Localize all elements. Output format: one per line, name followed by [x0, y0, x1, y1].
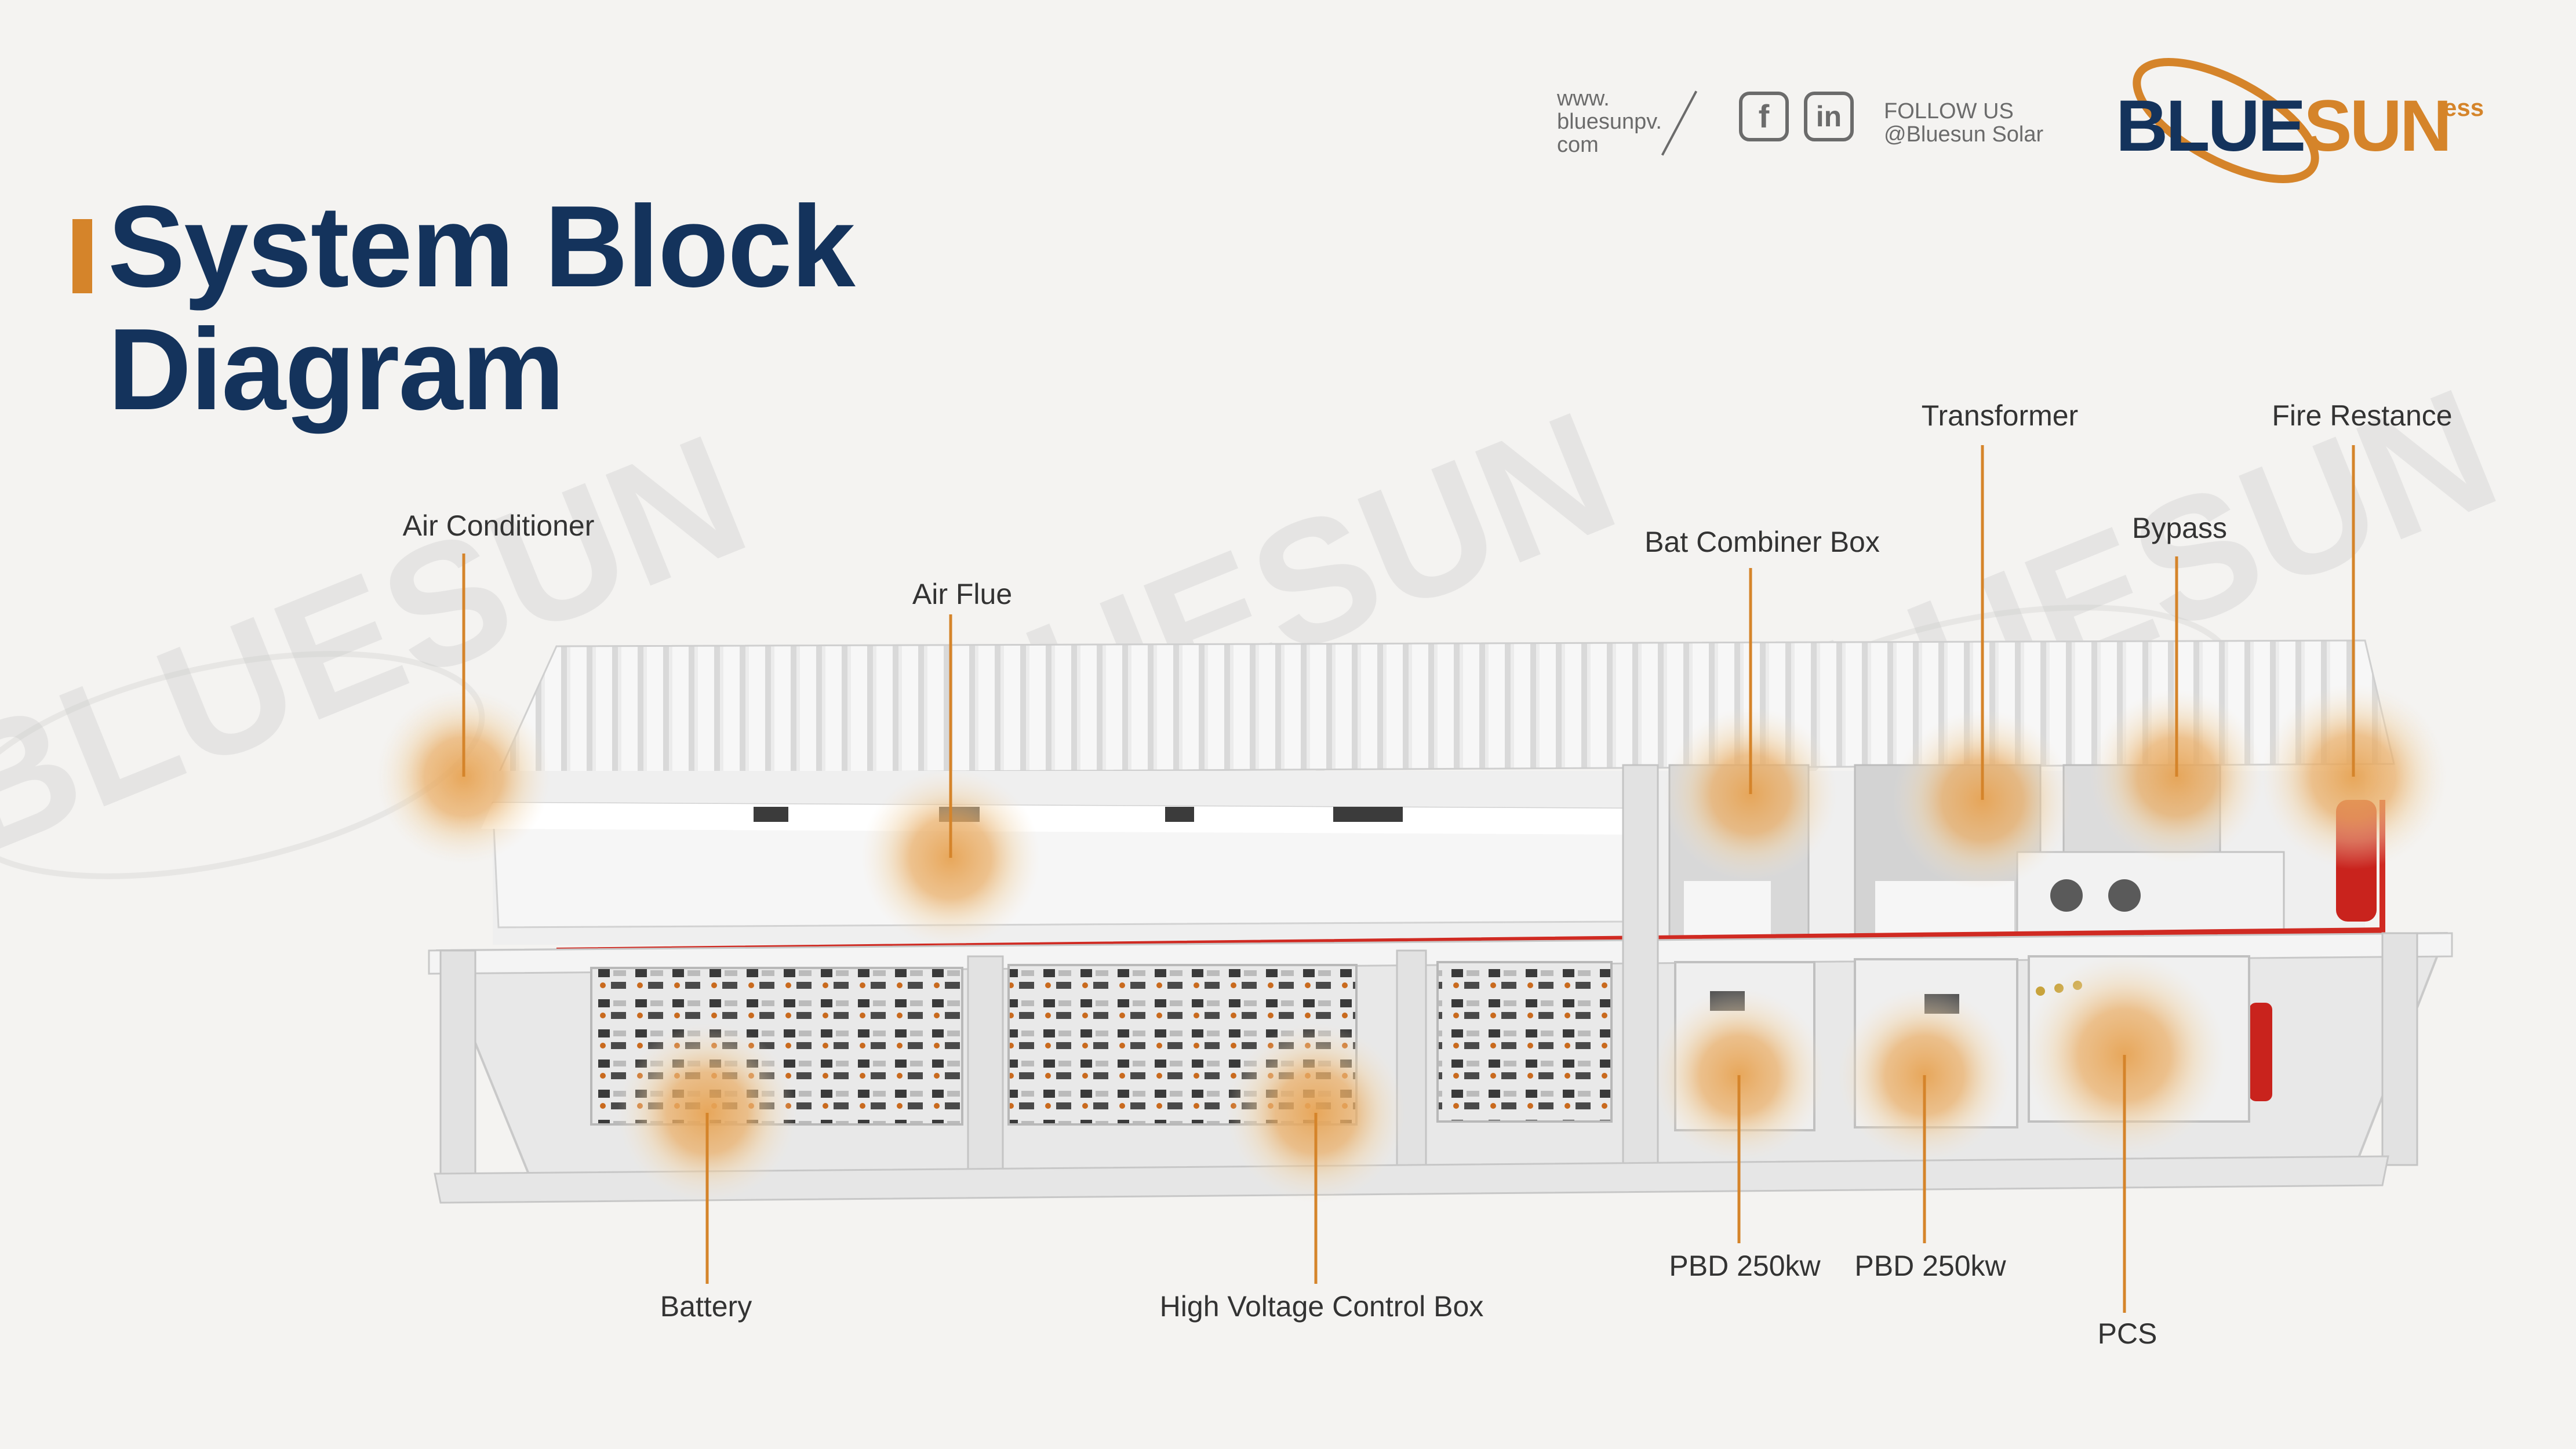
website-line-2: bluesunpv.	[1557, 110, 1662, 134]
label-air-flue: Air Flue	[912, 578, 1013, 610]
leader-lines	[462, 445, 2355, 1313]
follow-label: FOLLOW US	[1884, 99, 2014, 123]
title-accent-bar	[72, 219, 92, 293]
label-pbd-1: PBD 250kw	[1669, 1250, 1821, 1282]
follow-block: FOLLOW US @Bluesun Solar	[1884, 100, 2043, 146]
label-air-conditioner: Air Conditioner	[402, 509, 595, 542]
label-high-voltage-control-box: High Voltage Control Box	[1159, 1290, 1484, 1323]
label-pcs: PCS	[2097, 1317, 2157, 1350]
svg-text:BLUESUN: BLUESUN	[2116, 86, 2450, 166]
brand-logo: BLUESUN ess	[2116, 58, 2484, 183]
label-pbd-2: PBD 250kw	[1854, 1250, 2006, 1282]
label-battery: Battery	[660, 1290, 752, 1323]
label-fire-restance: Fire Restance	[2272, 399, 2453, 432]
page-title: System Block Diagram	[108, 182, 856, 434]
battery-rack-3	[1436, 961, 1613, 1123]
label-transformer: Transformer	[1921, 399, 2079, 432]
website-line-1: www.	[1557, 86, 1610, 111]
website-line-3: com	[1557, 133, 1599, 157]
facebook-icon[interactable]: f	[1739, 92, 1789, 141]
label-bypass: Bypass	[2132, 512, 2227, 544]
label-bat-combiner-box: Bat Combiner Box	[1644, 526, 1880, 558]
website[interactable]: www. bluesunpv. com	[1557, 87, 1662, 156]
title-line-1: System Block	[108, 182, 856, 311]
svg-text:ess: ess	[2443, 94, 2484, 121]
linkedin-icon[interactable]: in	[1804, 92, 1854, 141]
follow-handle: @Bluesun Solar	[1884, 122, 2044, 147]
title-line-2: Diagram	[108, 305, 565, 434]
